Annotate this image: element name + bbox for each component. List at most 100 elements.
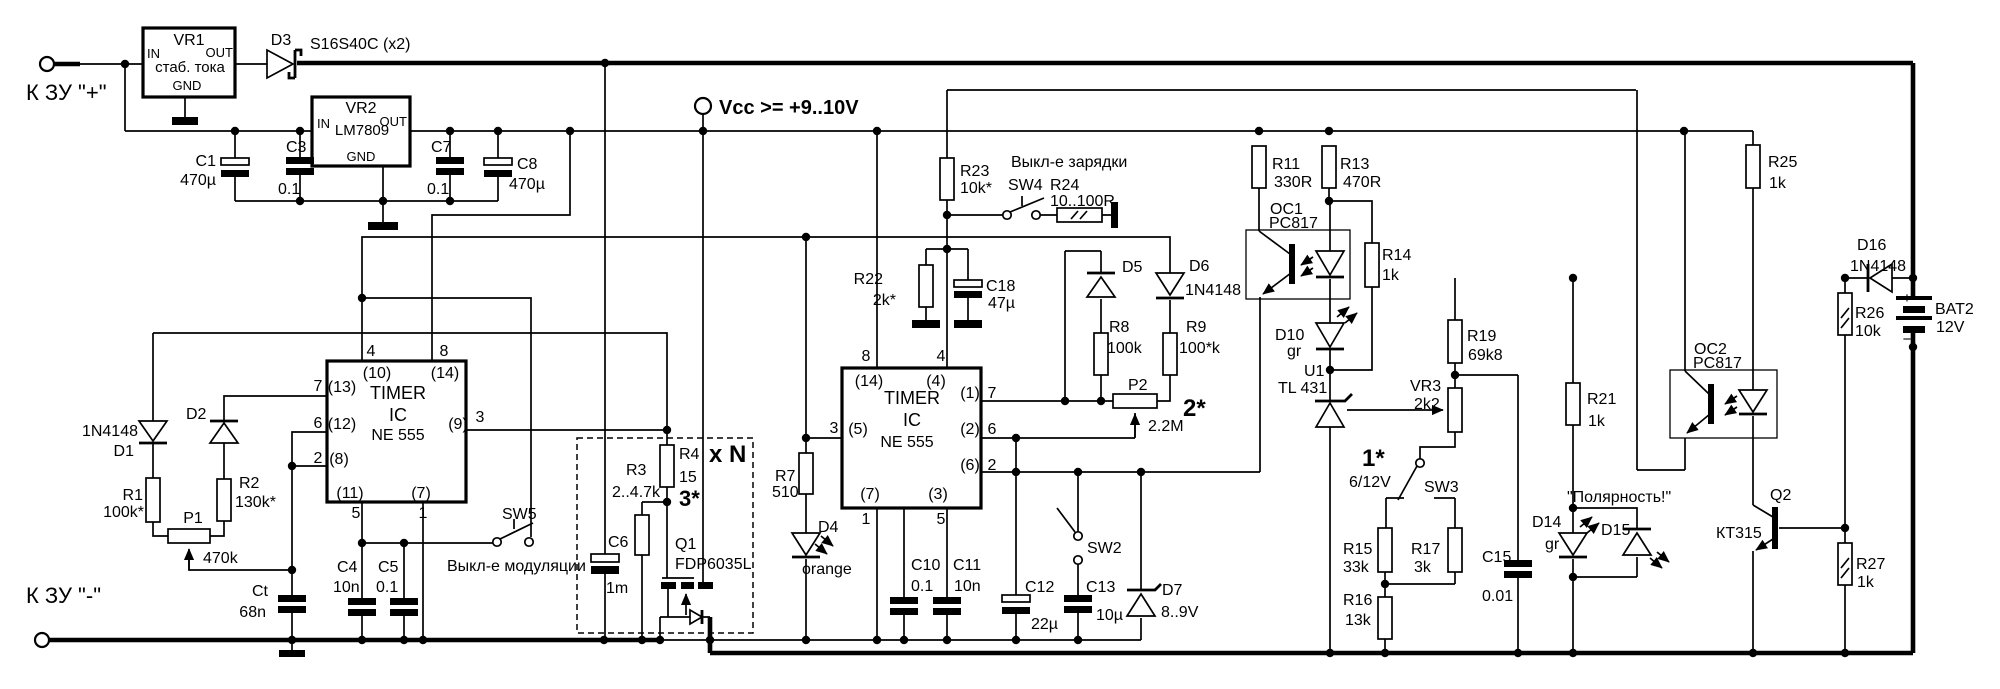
resistor-r24: [1056, 202, 1118, 228]
t2-i7: (7): [860, 486, 880, 503]
r13-ref: R13: [1340, 156, 1369, 173]
oc2-phototransistor: [1684, 370, 1714, 434]
text-layer: К ЗУ "+" К ЗУ "-" Vcc >= +9..10V VR1 IN …: [26, 32, 1974, 633]
t2-i3: (3): [928, 486, 948, 503]
t2-i6: (6): [960, 457, 980, 474]
r26-val: 10k: [1855, 323, 1882, 340]
c4-ref: C4: [337, 559, 358, 576]
oc1-ref: OC1: [1270, 201, 1303, 218]
vr3-ref: VR3: [1410, 378, 1441, 395]
r25-ref: R25: [1768, 154, 1797, 171]
d4-val: orange: [802, 561, 852, 578]
vr1-in: IN: [147, 46, 160, 61]
q1-val: FDP6035L: [675, 556, 752, 573]
vr1-box: [141, 26, 237, 99]
transistor-q2: [1752, 504, 1778, 551]
c7-val: 0.1: [427, 181, 449, 198]
t1-pin7: 7: [314, 378, 323, 395]
t1-i10: (10): [363, 365, 391, 382]
diode-d6: [1154, 272, 1186, 300]
resistor-r8: [1093, 332, 1109, 376]
d15-ref: D15: [1601, 522, 1630, 539]
diode-d16: [1866, 262, 1893, 294]
ct-ref: Ct: [252, 583, 269, 600]
bat2-val: 12V: [1936, 319, 1965, 336]
t1-ne: NE 555: [371, 427, 424, 444]
r16-val: 13k: [1345, 612, 1372, 629]
diode-d2: [208, 419, 240, 444]
c3-ref: C3: [286, 139, 307, 156]
vr1-func: стаб. тока: [155, 59, 225, 76]
c11-val: 10n: [954, 578, 981, 595]
c1-val: 470µ: [180, 172, 216, 189]
c7-ref: C7: [431, 139, 452, 156]
resistor-r21: [1565, 382, 1581, 426]
r16-ref: R16: [1343, 592, 1372, 609]
t1-ic: IC: [389, 405, 407, 425]
t1-pin2: 2: [314, 450, 323, 467]
t2-ic: IC: [903, 410, 921, 430]
t1-i14: (14): [431, 365, 459, 382]
vr1-gnd: GND: [173, 78, 202, 93]
t1-pin5: 5: [352, 505, 361, 522]
mark-3star: 3*: [679, 486, 700, 511]
cap-c7: [436, 157, 464, 175]
zener-d7: [1125, 583, 1162, 617]
led-d4: [790, 532, 834, 559]
label-terminal-plus: К ЗУ "+": [26, 80, 107, 105]
r8-ref: R8: [1109, 319, 1130, 336]
resistor-r15: [1377, 527, 1393, 573]
t1-i9: (9): [448, 416, 468, 433]
resistor-r25: [1745, 144, 1761, 189]
resistor-r11: [1251, 145, 1267, 189]
r24-bus-bar: [1111, 202, 1118, 228]
sw3-ref: SW3: [1424, 479, 1459, 496]
pot-p1: [167, 528, 211, 544]
q2-ref: Q2: [1770, 487, 1791, 504]
t2-pin5: 5: [937, 511, 946, 528]
d4-ref: D4: [818, 519, 839, 536]
resistor-r7: [798, 452, 814, 495]
polarity-note: "Полярность!": [1567, 489, 1671, 506]
r24-ref: R24: [1050, 177, 1079, 194]
t1-pin1: 1: [419, 505, 428, 522]
c6-ref: C6: [608, 534, 629, 551]
c13-ref: C13: [1086, 579, 1115, 596]
sw3-range: 6/12V: [1349, 474, 1391, 491]
r2-ref: R2: [239, 475, 260, 492]
c10-ref: C10: [911, 557, 940, 574]
t2-pin4: 4: [937, 348, 946, 365]
r3-val: 2..4.7k: [612, 484, 661, 501]
r1-val: 100k*: [103, 504, 144, 521]
t2-pin3: 3: [830, 420, 839, 437]
d6-ref: D6: [1189, 258, 1210, 275]
pot-vr3: [1447, 387, 1463, 433]
t1-i12: (12): [328, 416, 356, 433]
d10-ref: D10: [1275, 327, 1304, 344]
mark-xn: x N: [709, 441, 746, 468]
vr1-out: OUT: [206, 45, 234, 60]
t2-pin7: 7: [988, 385, 997, 402]
terminal-charger-minus: [33, 631, 51, 649]
oc1-led: [1300, 250, 1346, 279]
r7-ref: R7: [775, 468, 796, 485]
c15-val: 0.01: [1482, 588, 1513, 605]
resistor-r17: [1447, 527, 1463, 573]
vr2-ground-bar: [368, 222, 398, 230]
r9-ref: R9: [1186, 319, 1207, 336]
cap-c10: [890, 597, 918, 615]
oc1-val: PC817: [1269, 215, 1318, 232]
oc2-ref: OC2: [1694, 341, 1727, 358]
terminal-charger-plus: [38, 55, 56, 73]
oc2-val: PC817: [1693, 355, 1742, 372]
t2-pin8: 8: [862, 348, 871, 365]
d14-val: gr: [1545, 536, 1560, 553]
r19-val: 69k8: [1468, 347, 1503, 364]
switch-sw5: [491, 519, 535, 548]
r14-val: 1k: [1382, 267, 1400, 284]
r13-val: 470R: [1343, 174, 1381, 191]
d6-val: 1N4148: [1185, 282, 1241, 299]
label-vcc: Vcc >= +9..10V: [719, 97, 859, 119]
d7-ref: D7: [1162, 582, 1183, 599]
switch-sw4: [1001, 196, 1045, 221]
